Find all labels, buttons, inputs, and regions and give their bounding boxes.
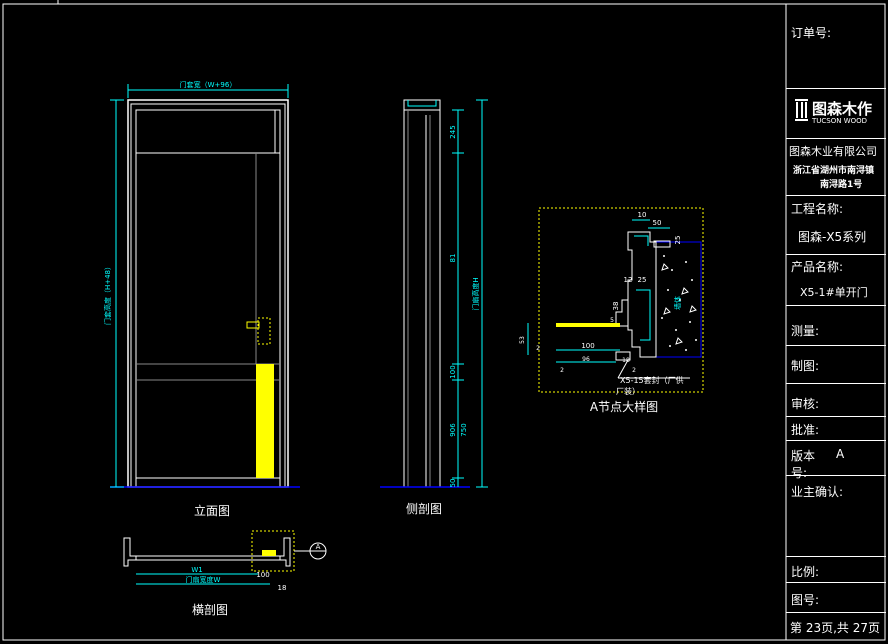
- approve-label: 批准:: [791, 423, 820, 437]
- tb-sep: [786, 88, 886, 89]
- detail-dim-left: 53: [519, 336, 526, 344]
- door-handle: [246, 321, 260, 329]
- detail-dim-18: 18: [622, 357, 630, 364]
- side-dim-6: 50: [449, 479, 457, 488]
- detail-callout-2: 厂装）: [616, 386, 640, 396]
- detail-dim-25b: 25: [638, 276, 647, 284]
- side-dim-3: 100: [449, 365, 457, 378]
- detail-dim-12: 12: [624, 276, 633, 284]
- door-leaf-section: [556, 323, 620, 327]
- owner-confirm-label: 业主确认:: [791, 485, 844, 499]
- cross-yellow-seal: [262, 550, 276, 556]
- project-label: 工程名称:: [791, 202, 844, 216]
- elevation-title: 立面图: [194, 503, 230, 518]
- page-info: 第 23页,共 27页: [790, 621, 880, 635]
- side-section-title: 侧剖图: [406, 502, 442, 516]
- detail-a-view: 墙体 10 50 25 12 25 38 5 100 96 18 2 2 2 5…: [519, 207, 704, 414]
- tb-sep: [786, 475, 886, 476]
- company-logo: [795, 99, 808, 121]
- side-total-dim: 门扇高度H: [471, 277, 480, 310]
- yellow-strip: [256, 364, 274, 478]
- tb-sep: [786, 612, 886, 613]
- tb-sep: [786, 440, 886, 441]
- side-section-view: 245 81 100 906 750 50 门扇高度H 侧剖图: [380, 99, 488, 516]
- logo-cn: 图森木作: [812, 100, 873, 118]
- detail-dim-2c: 2: [632, 367, 636, 374]
- side-dim-5: 750: [460, 423, 468, 436]
- detail-dim-25a: 25: [674, 236, 682, 245]
- company-name: 图森木业有限公司: [789, 145, 877, 158]
- cross-w: 门扇宽度W: [186, 575, 221, 584]
- cross-right-jamb: [279, 537, 291, 567]
- order-no-label: 订单号:: [791, 26, 832, 40]
- drawing-no-label: 图号:: [791, 593, 820, 607]
- cross-section-view: W1 门扇宽度W 100 18 A 横剖图: [123, 530, 327, 617]
- detail-dim-38: 38: [612, 302, 620, 311]
- cross-section-title: 横剖图: [192, 603, 228, 617]
- cross-left-jamb: [123, 537, 137, 567]
- cross-w1: W1: [191, 566, 202, 574]
- detail-dim-2a: 2: [536, 345, 540, 352]
- detail-title: A节点大样图: [590, 399, 658, 414]
- wall-label: 墙体: [673, 296, 682, 310]
- measure-label: 测量:: [791, 324, 820, 338]
- detail-dim-100: 100: [581, 342, 594, 350]
- detail-dim-50: 50: [653, 219, 662, 227]
- detail-a-callout-label: A: [316, 543, 321, 551]
- handle-outline: [257, 317, 271, 345]
- tb-sep: [786, 383, 886, 384]
- cross-100: 100: [256, 571, 269, 579]
- scale-label: 比例:: [791, 565, 820, 579]
- product-value: X5-1#单开门: [800, 286, 868, 299]
- transom-panel: [135, 109, 281, 154]
- tb-sep: [786, 138, 886, 139]
- company-addr-1: 浙江省湖州市南浔镇: [793, 166, 875, 176]
- cross-18: 18: [278, 584, 287, 592]
- tb-sep: [786, 416, 886, 417]
- tb-sep: [786, 556, 886, 557]
- logo-en: TUCSON WOOD: [812, 117, 868, 125]
- tb-sep: [786, 345, 886, 346]
- sheet-border: [2, 3, 886, 641]
- detail-dim-gap: 5: [610, 317, 614, 324]
- tb-sep: [786, 254, 886, 255]
- side-dim-4: 906: [449, 423, 457, 437]
- detail-dim-2b: 2: [560, 367, 564, 374]
- tb-sep: [786, 305, 886, 306]
- detail-a-frame: [538, 207, 704, 393]
- logo-mark: [795, 99, 808, 121]
- review-label: 审核:: [791, 397, 820, 411]
- version-value: A: [836, 447, 845, 461]
- project-value: 图森-X5系列: [798, 230, 867, 244]
- draw-label: 制图:: [791, 359, 820, 373]
- elevation-view: 门套宽（W+96） 门套高度（H+48） 立面图: [103, 80, 300, 518]
- tb-sep: [786, 582, 886, 583]
- product-label: 产品名称:: [791, 260, 844, 274]
- company-addr-2: 南浔路1号: [820, 180, 863, 190]
- tb-sep: [786, 195, 886, 196]
- jamb-profile: [627, 231, 657, 358]
- detail-dim-10: 10: [638, 211, 647, 219]
- side-dim-1: 245: [449, 125, 457, 138]
- top-width-dim: 门套宽（W+96）: [180, 80, 237, 89]
- version-label: 版本号:: [791, 449, 816, 480]
- jamb-cap: [653, 240, 671, 248]
- detail-callout-1: X5-15套封（厂供: [620, 375, 684, 385]
- detail-dim-96: 96: [582, 356, 590, 363]
- left-height-dim: 门套高度（H+48）: [103, 263, 112, 325]
- side-dim-2: 81: [449, 254, 457, 263]
- side-head: [403, 99, 441, 111]
